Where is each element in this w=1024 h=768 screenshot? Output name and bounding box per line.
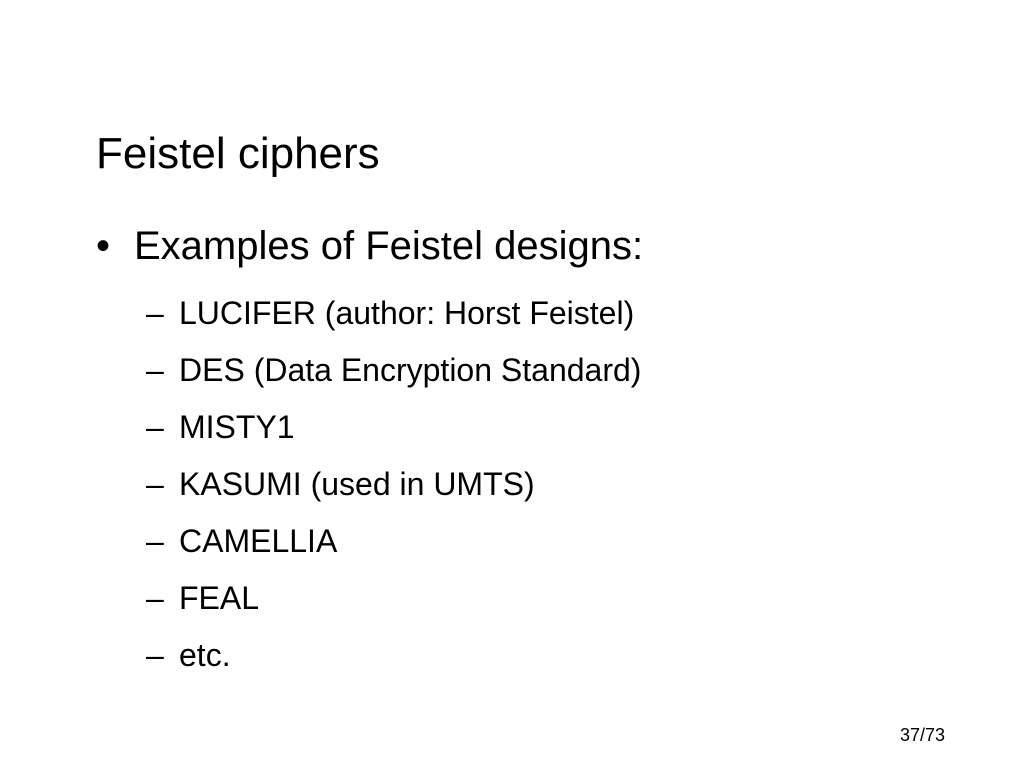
- list-item-text: LUCIFER (author: Horst Feistel): [179, 295, 635, 331]
- list-item-text: MISTY1: [179, 409, 295, 445]
- sub-bullet-list: –LUCIFER (author: Horst Feistel) –DES (D…: [146, 285, 641, 684]
- dash-marker: –: [146, 580, 164, 616]
- bullet-marker: •: [96, 224, 111, 268]
- list-item-text: etc.: [179, 637, 231, 673]
- list-item: –KASUMI (used in UMTS): [146, 456, 641, 513]
- list-item: –MISTY1: [146, 399, 641, 456]
- list-item-text: DES (Data Encryption Standard): [179, 352, 642, 388]
- dash-marker: –: [146, 523, 164, 559]
- list-item: –etc.: [146, 627, 641, 684]
- list-item: –CAMELLIA: [146, 513, 641, 570]
- list-item-text: CAMELLIA: [179, 523, 338, 559]
- dash-marker: –: [146, 352, 164, 388]
- list-item: –FEAL: [146, 570, 641, 627]
- list-item: –LUCIFER (author: Horst Feistel): [146, 285, 641, 342]
- bullet-text: Examples of Feistel designs:: [134, 224, 644, 268]
- list-item-text: KASUMI (used in UMTS): [179, 466, 535, 502]
- list-item-text: FEAL: [179, 580, 260, 616]
- page-number: 37/73: [900, 725, 946, 745]
- dash-marker: –: [146, 637, 164, 673]
- dash-marker: –: [146, 409, 164, 445]
- dash-marker: –: [146, 295, 164, 331]
- main-bullet: • Examples of Feistel designs:: [96, 222, 643, 270]
- slide-title: Feistel ciphers: [96, 129, 380, 178]
- dash-marker: –: [146, 466, 164, 502]
- list-item: –DES (Data Encryption Standard): [146, 342, 641, 399]
